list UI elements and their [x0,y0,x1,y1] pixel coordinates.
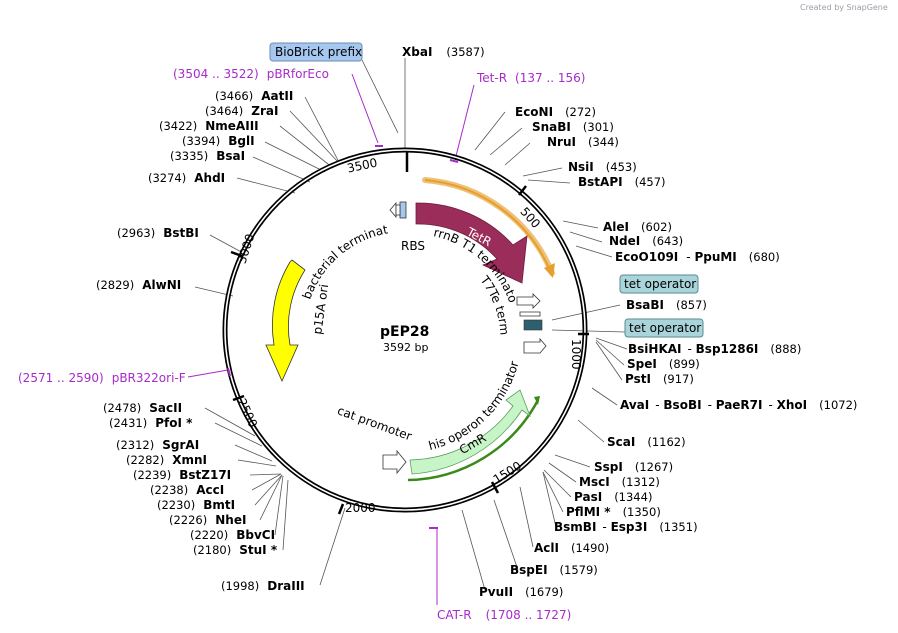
ruler-tick-2000: 2000 [345,501,376,515]
enzyme-spei: SpeI(899) [627,357,700,371]
enzyme-snabi: SnaBI(301) [532,120,614,134]
primer-cat-r: CAT-R(1708 .. 1727) [437,608,571,622]
tetr-feature [415,202,528,284]
tet-operator-block [523,319,543,331]
rrnb-terminator-arrow [516,293,541,309]
enzyme-pasi: PasI(1344) [574,490,652,504]
t7te-terminator-label: T7Te terminator [0,0,511,336]
enzyme-bgli: (3394)BglI [182,134,255,148]
enzymes-left: (1998)DraIII (2180)StuI * (2220)BbvCI (2… [96,89,305,593]
enzyme-xmni: (2282)XmnI [126,453,207,467]
cmr-feature [409,389,531,475]
biobrick-prefix-label: BioBrick prefix [275,45,362,59]
enzyme-alwni: (2829)AlwNI [96,278,181,292]
tet-operator-label-1: tet operator [624,277,696,291]
ruler-tick-marks [230,152,589,515]
t7te-terminator-block [519,311,541,317]
ruler-tick-2500: 2500 [235,396,261,430]
ruler-tick-3000: 3000 [235,232,258,265]
enzyme-bsihkai: BsiHKAI- Bsp1286I(888) [628,342,801,356]
cat-promoter-label: cat promoter [335,403,413,443]
leader-lines [194,58,628,591]
enzyme-bmti: (2230)BmtI [157,498,235,512]
enzyme-nsii: NsiI(453) [568,160,637,174]
enzyme-bsai: (3335)BsaI [170,149,245,163]
enzyme-sgrai: (2312)SgrAI [116,438,199,452]
rbs-label: RBS [401,239,425,253]
enzyme-bsabi: BsaBI(857) [626,298,707,312]
enzyme-ndei: NdeI(643) [609,234,683,248]
enzyme-bsmbi: BsmBI- Esp3I(1351) [554,520,698,534]
tet-operator-box-2 [624,318,704,338]
bacterial-terminator-arrow [389,201,397,219]
enzyme-msci: MscI(1312) [579,475,660,489]
enzyme-nhei: (2226)NheI [169,513,246,527]
cmr-green-arc [407,399,540,482]
cmr-green-arrowhead [534,396,540,405]
enzyme-bbvci: (2220)BbvCI [190,528,275,542]
enzyme-stui: (2180)StuI * [193,543,278,557]
enzyme-ahdi: (3274)AhdI [148,171,225,185]
rbs-block [399,201,407,219]
enzyme-acli: AclI(1490) [534,541,609,555]
p15a-ori-label: p15A ori [310,283,331,335]
tetr-orange-arc-line [424,179,550,269]
tet-operator-box-1 [619,274,699,294]
snapgene-credit: Created by SnapGene [800,3,888,12]
tetr-orange-arrowhead [544,263,555,278]
ruler-tick-1000: 1000 [569,339,583,370]
enzyme-aatii: (3466)AatII [215,89,293,103]
enzyme-avai: AvaI- BsoBI- PaeR7I- XhoI(1072) [620,398,857,412]
enzyme-psti: PstI(917) [625,372,694,386]
primer-leaders [187,73,475,605]
plasmid-name: pEP28 [380,324,429,340]
cat-promoter-arrow [382,449,407,475]
enzyme-bstbi: (2963)BstBI [117,226,199,240]
enzyme-draiii: (1998)DraIII [221,579,305,593]
enzyme-alei: AleI(602) [603,220,672,234]
p15a-ori-feature [265,259,306,382]
enzyme-pfoi: (2431)PfoI * [109,416,193,430]
enzyme-nrui: NruI(344) [547,135,619,149]
plasmid-backbone-inner [224,149,586,511]
primer-pbr322ori-f: (2571 .. 2590)pBR322ori-F [18,371,186,385]
enzyme-bstapi: BstAPI(457) [578,175,666,189]
his-terminator-arrow [523,337,547,354]
enzyme-ecoo109i: EcoO109I- PpuMI(680) [615,250,780,264]
plasmid-size: 3592 bp [383,341,428,354]
tet-operator-label-2: tet operator [629,321,701,335]
bacterial-terminator-block [395,204,401,216]
primer-pbrforeco: (3504 .. 3522)pBRforEco [173,67,329,81]
enzyme-econi: EcoNI(272) [515,105,596,119]
enzyme-pflmi: PflMI *(1350) [566,505,661,519]
enzyme-xbai: XbaI(3587) [402,45,485,59]
enzyme-scai: ScaI(1162) [607,435,686,449]
ruler-tick-1500: 1500 [491,459,524,487]
enzyme-acci: (2238)AccI [150,483,224,497]
enzyme-sspi: SspI(1267) [594,460,673,474]
enzyme-sacii: (2478)SacII [103,401,182,415]
primer-marks [227,145,459,529]
primer-tet-r: Tet-R(137 .. 156) [476,71,585,85]
ruler-tick-3500: 3500 [346,156,379,176]
enzyme-nmeaiii: (3422)NmeAIII [159,119,259,133]
enzyme-bstz17i: (2239)BstZ17I [133,468,231,482]
enzyme-bspei: BspEI(1579) [510,563,598,577]
enzymes-right: XbaI(3587) EcoNI(272) SnaBI(301) NruI(34… [402,45,857,599]
enzyme-zrai: (3464)ZraI [205,104,278,118]
enzyme-pvuii: PvuII(1679) [479,585,563,599]
biobrick-prefix-box [269,42,363,62]
